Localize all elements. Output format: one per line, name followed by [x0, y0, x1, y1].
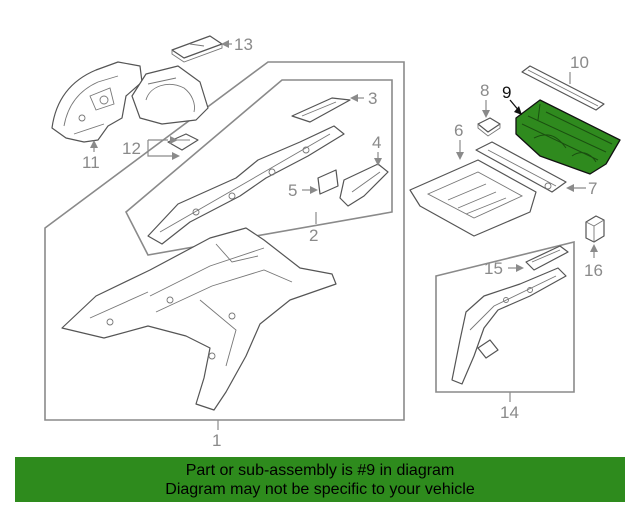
part-1-floor-frame[interactable]	[61, 227, 337, 411]
part-16-clip[interactable]	[585, 215, 605, 243]
part-wheelhouse[interactable]	[131, 65, 209, 125]
part-3-plate[interactable]	[291, 97, 351, 123]
assembly-frame-14	[435, 240, 575, 393]
part-10-rail-strip[interactable]	[521, 65, 605, 111]
disclaimer-line-2: Diagram may not be specific to your vehi…	[165, 481, 475, 498]
callout-6: 6	[454, 121, 463, 140]
leader-7	[566, 184, 586, 192]
leader-13	[221, 40, 232, 48]
callout-13: 13	[234, 35, 253, 54]
part-15-rail[interactable]	[525, 245, 569, 271]
leader-9	[509, 99, 522, 115]
part-14-side-rail[interactable]	[451, 267, 567, 385]
leader-3	[350, 94, 364, 102]
part-12-bracket[interactable]	[167, 133, 199, 151]
part-13-bracket[interactable]	[171, 35, 223, 63]
part-5-plate[interactable]	[317, 169, 339, 195]
part-11-quarter-inner-panel[interactable]	[51, 61, 143, 143]
leader-16	[590, 244, 598, 258]
part-7-crossmember[interactable]	[475, 141, 567, 193]
callout-7: 7	[588, 179, 597, 198]
part-2-rail[interactable]	[147, 125, 345, 245]
disclaimer-banner: Part or sub-assembly is #9 in diagram Di…	[15, 457, 625, 502]
callout-8: 8	[480, 81, 489, 100]
callout-2: 2	[309, 226, 318, 245]
callout-1: 1	[212, 431, 221, 450]
leader-11	[90, 140, 98, 152]
part-4-bracket[interactable]	[339, 163, 389, 207]
part-6-floor-pan[interactable]	[409, 159, 537, 237]
assembly-frame-1	[44, 61, 405, 421]
disclaimer-line-1: Part or sub-assembly is #9 in diagram	[185, 462, 455, 479]
callout-10: 10	[570, 53, 589, 72]
leader-4	[374, 152, 382, 166]
callout-12: 12	[122, 139, 141, 158]
callout-9: 9	[502, 83, 511, 102]
part-8-clip[interactable]	[477, 117, 501, 137]
callout-4: 4	[372, 133, 381, 152]
callout-11: 11	[82, 153, 100, 172]
leader-12	[147, 136, 180, 160]
parts-diagram: 1 2 3 4 5 6 7 8 9 10 11 12 13 14 15 16	[44, 35, 621, 450]
assembly-frame-2	[124, 79, 393, 256]
leader-8	[482, 100, 490, 118]
leader-5	[302, 186, 318, 194]
callout-3: 3	[368, 89, 377, 108]
callout-5: 5	[288, 181, 297, 200]
part-9-highlighted[interactable]	[515, 99, 621, 175]
callout-14: 14	[500, 403, 519, 422]
leader-15	[508, 264, 524, 272]
callout-16: 16	[584, 261, 603, 280]
callout-15: 15	[484, 259, 503, 278]
leader-6	[456, 140, 464, 160]
